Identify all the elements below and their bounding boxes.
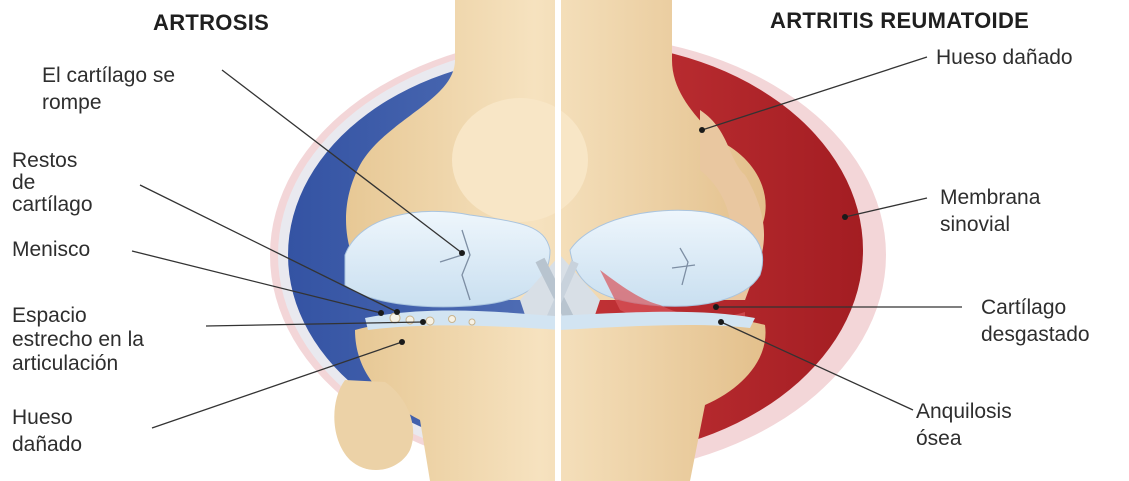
label-meniscus: Menisco xyxy=(12,236,90,263)
label-synovial-membrane: Membrana sinovial xyxy=(940,184,1040,238)
patella xyxy=(452,98,588,222)
osteoarthritis-title: ARTROSIS xyxy=(153,10,269,36)
label-bony-ankylosis: Anquilosis ósea xyxy=(916,398,1012,452)
label-damaged-bone-right: Hueso dañado xyxy=(936,44,1073,71)
label-narrow-joint-space: Espacio estrecho en la articulación xyxy=(12,304,144,376)
label-damaged-bone-left: Hueso dañado xyxy=(12,404,82,458)
label-worn-cartilage: Cartílago desgastado xyxy=(981,294,1090,348)
label-cartilage-breaks: El cartílago se rompe xyxy=(42,62,175,116)
comparison-divider xyxy=(555,0,561,481)
label-cartilage-debris: Restos de cartílago xyxy=(12,150,93,216)
rheumatoid-arthritis-title: ARTRITIS REUMATOIDE xyxy=(770,8,1029,34)
